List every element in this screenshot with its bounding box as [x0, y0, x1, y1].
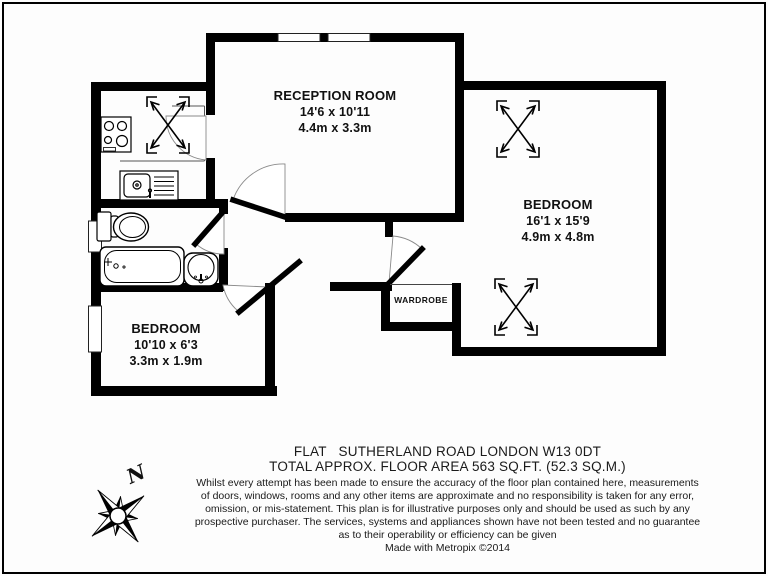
- reception-door-leaf: [229, 196, 289, 221]
- window-reception-2: [327, 33, 371, 42]
- compass-center: [109, 507, 127, 525]
- wall-wardrobe-right: [452, 283, 461, 353]
- bedroom2-door-leaf: [235, 258, 303, 316]
- wall-hall-bottom: [330, 282, 392, 291]
- washbasin-icon: [183, 252, 219, 287]
- room-dims-metric: 4.9m x 4.8m: [521, 230, 595, 244]
- wall-reception-bottom: [285, 213, 464, 222]
- windows: [88, 33, 371, 353]
- wall-left-mid: [91, 252, 101, 307]
- wall-door-stub: [385, 222, 393, 237]
- reception-room-label: RECEPTION ROOM 14'6 x 10'11 4.4m x 3.3m: [235, 88, 435, 136]
- room-dims-imperial: 14'6 x 10'11: [299, 105, 371, 119]
- wall-kitchen-top: [91, 82, 215, 91]
- room-dims-imperial: 16'1 x 15'9: [526, 214, 590, 228]
- footer-text-block: FLAT SUTHERLAND ROAD LONDON W13 0DT TOTA…: [130, 444, 765, 555]
- room-name: BEDROOM: [131, 321, 201, 336]
- bedroom-second-label: BEDROOM 10'10 x 6'3 3.3m x 1.9m: [96, 321, 236, 369]
- disclaimer-line: Whilst every attempt has been made to en…: [196, 477, 699, 489]
- toilet-icon: [96, 211, 150, 242]
- wall-bedroom1-top: [455, 81, 666, 90]
- wall-bathroom-right-upper: [219, 199, 228, 214]
- wall-left-lower: [91, 352, 101, 396]
- window-reception-1: [277, 33, 321, 42]
- wall-bedroom1-right: [657, 81, 666, 356]
- disclaimer-line: omission, or mis-statement. This plan is…: [205, 503, 690, 515]
- wall-bedroom2-bottom: [91, 386, 277, 396]
- room-dims-metric: 4.4m x 3.3m: [298, 121, 372, 135]
- skylight-marker-bedroom1-bottom: [494, 278, 538, 336]
- wall-wardrobe-bottom: [381, 322, 458, 331]
- disclaimer-line: as to their operability or efficiency ca…: [338, 529, 557, 541]
- wall-reception-left-upper: [206, 33, 215, 115]
- wardrobe-label: WARDROBE: [394, 295, 448, 305]
- address-line: FLAT SUTHERLAND ROAD LONDON W13 0DT: [293, 444, 602, 459]
- wall-left-upper: [91, 82, 101, 222]
- credit-line: Made with Metropix ©2014: [384, 542, 511, 554]
- bathtub-icon: [99, 246, 185, 287]
- disclaimer-line: prospective purchaser. The services, sys…: [194, 516, 701, 528]
- skylight-marker-bedroom1-top: [496, 100, 540, 158]
- room-name: BEDROOM: [523, 197, 593, 212]
- wall-wardrobe-left: [381, 283, 390, 330]
- kitchen-sink-icon: [119, 170, 179, 201]
- wall-bedroom1-bottom: [452, 347, 666, 356]
- wall-bath-bedroom2-divider: [91, 283, 223, 292]
- wall-reception-right: [455, 33, 464, 222]
- compass-rose-icon: [91, 489, 145, 543]
- bedroom1-door-leaf: [385, 245, 426, 287]
- bathroom-door-leaf: [191, 208, 227, 248]
- wall-reception-left-lower: [206, 158, 215, 208]
- room-name: RECEPTION ROOM: [273, 88, 397, 103]
- wall-bathroom-top: [91, 199, 228, 208]
- hob-icon: [100, 116, 132, 153]
- wall-bathroom-right-lower: [219, 248, 228, 291]
- room-dims-metric: 3.3m x 1.9m: [129, 354, 203, 368]
- bedroom-main-label: BEDROOM 16'1 x 15'9 4.9m x 4.8m: [458, 197, 658, 245]
- wall-bedroom2-right: [265, 283, 275, 396]
- floor-area-line: TOTAL APPROX. FLOOR AREA 563 SQ.FT. (52.…: [269, 459, 626, 474]
- room-dims-imperial: 10'10 x 6'3: [134, 338, 198, 352]
- disclaimer-line: of doors, windows, rooms and any other i…: [200, 490, 695, 502]
- door-leaves: [191, 196, 426, 316]
- disclaimer-block: Whilst every attempt has been made to en…: [130, 477, 765, 555]
- fixtures: [96, 116, 219, 287]
- window-bedroom2: [88, 305, 102, 353]
